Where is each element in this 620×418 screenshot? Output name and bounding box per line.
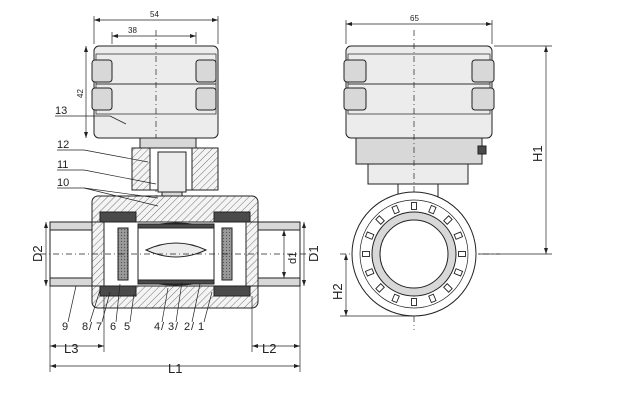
union-tooth <box>391 293 400 304</box>
right-dimensions: 65 H1 H2 <box>330 14 552 317</box>
union-tooth <box>453 231 464 240</box>
right-nut-top <box>213 211 251 223</box>
callout-13: 13 <box>55 105 67 117</box>
callout-3: 3 <box>168 321 174 333</box>
callout-slash-a: / <box>89 321 93 333</box>
union-tooth <box>458 251 466 257</box>
right-clip-r2 <box>471 87 495 111</box>
dim-H2-label: H2 <box>330 283 345 300</box>
actuator-left-clip <box>91 59 113 83</box>
right-union-teeth <box>362 202 466 306</box>
callout-5: 5 <box>124 321 130 333</box>
bracket-top <box>139 137 197 149</box>
callout-slash-d: / <box>191 321 195 333</box>
ball-bore <box>144 242 208 258</box>
union-tooth <box>411 202 417 210</box>
left-nut-bottom <box>99 285 137 297</box>
coupling <box>157 151 187 193</box>
union-tooth <box>391 204 400 215</box>
dim-42-label: 42 <box>76 89 85 98</box>
callout-slash-c: / <box>175 321 179 333</box>
right-bracket <box>355 137 483 165</box>
part-callouts: 13 12 11 10 9 8 / 7 6 5 4 / 3 / 2 / 1 <box>55 105 213 333</box>
right-union-mid <box>359 199 469 309</box>
right-clip-l2 <box>343 87 367 111</box>
union-tooth <box>443 215 453 225</box>
callout-7: 7 <box>96 321 102 333</box>
right-actuator-housing <box>345 45 493 139</box>
dim-L3-label: L3 <box>64 341 78 356</box>
actuator-left-clip-2 <box>91 87 113 111</box>
right-bore <box>379 219 449 289</box>
union-tooth <box>364 231 375 240</box>
union-tooth <box>375 215 385 225</box>
actuator-right-clip <box>195 59 217 83</box>
dim-D1-label: D1 <box>306 245 321 262</box>
callout-8: 8 <box>82 321 88 333</box>
union-tooth <box>364 268 375 277</box>
dim-38-label: 38 <box>128 26 137 35</box>
right-end-view <box>340 30 500 330</box>
callout-2: 2 <box>184 321 190 333</box>
right-clip-l1 <box>343 59 367 83</box>
dim-L2-label: L2 <box>262 341 276 356</box>
union-tooth <box>375 283 385 293</box>
union-tooth <box>428 204 437 215</box>
ball-bottom-edge <box>137 279 215 285</box>
actuator-right-clip-2 <box>195 87 217 111</box>
union-tooth <box>362 251 370 257</box>
dim-D2-label: D2 <box>30 245 45 262</box>
callout-slash-b: / <box>161 321 165 333</box>
callout-12: 12 <box>57 139 69 151</box>
union-tooth <box>411 298 417 306</box>
union-tooth <box>428 293 437 304</box>
right-screw <box>477 145 487 155</box>
ball-top-edge <box>137 223 215 229</box>
callout-9: 9 <box>62 321 68 333</box>
callout-10: 10 <box>57 177 69 189</box>
union-tooth <box>443 283 453 293</box>
right-neck <box>367 163 469 185</box>
left-nut-top <box>99 211 137 223</box>
callout-11: 11 <box>57 159 68 171</box>
union-tooth <box>453 268 464 277</box>
right-clip-r1 <box>471 59 495 83</box>
dim-L1-label: L1 <box>168 361 182 376</box>
right-nut-bottom <box>213 285 251 297</box>
dim-54-label: 54 <box>150 10 159 19</box>
dim-65-label: 65 <box>410 14 419 23</box>
dim-H1-label: H1 <box>530 145 545 162</box>
callout-1: 1 <box>198 321 204 333</box>
left-section-view <box>40 30 310 309</box>
dim-d1-label: d1 <box>287 252 299 264</box>
callout-6: 6 <box>110 321 116 333</box>
callout-4: 4 <box>154 321 160 333</box>
left-dimensions: 54 38 42 D2 D1 d1 L1 <box>30 10 321 376</box>
